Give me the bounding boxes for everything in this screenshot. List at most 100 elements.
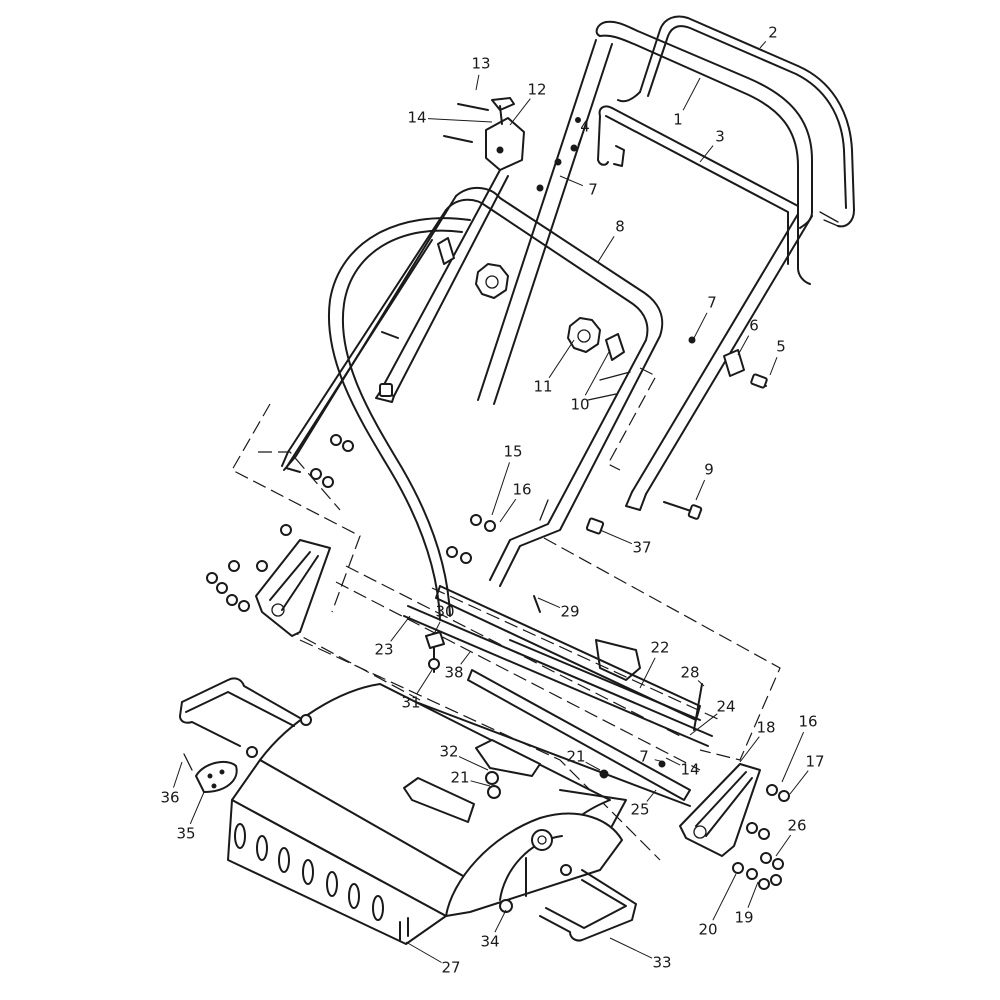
callout-35-leader xyxy=(189,791,205,825)
callout-5-label: 5 xyxy=(776,338,786,356)
callout-36-leader xyxy=(173,761,183,788)
callout-21a-label: 21 xyxy=(566,748,585,766)
callout-37-label: 37 xyxy=(632,539,651,557)
callout-14b-label: 14 xyxy=(680,761,699,779)
callout-24-label: 24 xyxy=(716,698,735,716)
callout-16a-label: 16 xyxy=(512,481,531,499)
callout-2-label: 2 xyxy=(768,24,778,42)
bracket-6 xyxy=(723,349,745,377)
callout-29-leader xyxy=(537,597,561,609)
callout-6-label: 6 xyxy=(749,317,759,335)
callout-37-leader xyxy=(599,529,633,545)
callout-26-leader xyxy=(775,834,792,857)
callout-13-leader xyxy=(475,74,480,91)
bail-bar-2 xyxy=(617,15,855,228)
callout-17-leader xyxy=(789,770,809,795)
callout-7a-leader xyxy=(559,175,584,187)
knob-11 xyxy=(567,317,601,353)
callout-17-label: 17 xyxy=(805,753,824,771)
callout-31-label: 31 xyxy=(401,694,420,712)
callout-16b-label: 16 xyxy=(798,713,817,731)
callout-11-leader xyxy=(548,339,575,379)
callout-34-label: 34 xyxy=(480,933,499,951)
control-lever-12 xyxy=(485,97,525,171)
right-nuts xyxy=(732,784,790,890)
callout-25-label: 25 xyxy=(630,801,649,819)
callout-34-leader xyxy=(494,909,507,933)
callout-7b-label: 7 xyxy=(707,294,717,312)
callout-16a-leader xyxy=(499,498,517,523)
deck-slots xyxy=(234,823,409,941)
scraper-bars xyxy=(399,585,713,807)
knob-11-top xyxy=(475,263,509,299)
callout-29-label: 29 xyxy=(560,603,579,621)
callout-35-label: 35 xyxy=(176,825,195,843)
callout-21a-leader xyxy=(585,761,601,771)
bolts xyxy=(379,103,768,731)
right-side-bracket-18 xyxy=(679,763,761,857)
callout-28-leader xyxy=(697,680,705,687)
callout-14b-leader xyxy=(665,757,681,766)
callout-1-label: 1 xyxy=(673,111,683,129)
callout-5-leader xyxy=(769,357,778,376)
callout-9-label: 9 xyxy=(704,461,714,479)
left-nuts xyxy=(206,434,496,612)
callout-14a-label: 14 xyxy=(407,109,426,127)
callout-20-label: 20 xyxy=(698,921,717,939)
callout-30-leader xyxy=(433,621,441,635)
callout-4-label: 4 xyxy=(580,118,590,136)
left-side-bracket xyxy=(255,539,331,637)
callout-32-label: 32 xyxy=(439,743,458,761)
callout-6-leader xyxy=(737,335,750,356)
callout-21b-leader xyxy=(470,780,491,787)
callout-25-leader xyxy=(646,789,657,802)
left-axle xyxy=(179,677,312,758)
callout-2-leader xyxy=(759,40,767,49)
callout-9-leader xyxy=(695,479,706,501)
callout-15-leader xyxy=(491,462,510,516)
callout-7b-leader xyxy=(693,312,708,339)
callout-8-label: 8 xyxy=(615,218,625,236)
callout-8-leader xyxy=(597,236,615,263)
callout-23-label: 23 xyxy=(374,641,393,659)
callout-31-leader xyxy=(416,669,433,694)
part-callouts: 1234567778910111213141415161617181920212… xyxy=(160,24,824,977)
callout-3-leader xyxy=(699,145,714,163)
callout-36-label: 36 xyxy=(160,789,179,807)
deck-body xyxy=(227,683,627,945)
callout-18-label: 18 xyxy=(756,719,775,737)
callout-3-label: 3 xyxy=(715,128,725,146)
callout-33-leader xyxy=(609,937,653,959)
callout-12-label: 12 xyxy=(527,81,546,99)
callout-4-leader xyxy=(577,137,582,146)
callout-1-leader xyxy=(682,77,701,111)
callout-33-label: 33 xyxy=(652,954,671,972)
callout-18-leader xyxy=(739,736,760,763)
callout-11-label: 11 xyxy=(533,378,552,396)
callout-7a-label: 7 xyxy=(588,181,598,199)
clamp-plate-10 xyxy=(437,237,625,361)
callout-38-label: 38 xyxy=(444,664,463,682)
bail-bar-3 xyxy=(597,105,811,285)
callout-14a-leader xyxy=(427,118,493,123)
bolt-30 xyxy=(425,631,445,673)
callout-15-label: 15 xyxy=(503,443,522,461)
right-axle-33 xyxy=(499,864,637,942)
callout-20-leader xyxy=(712,873,737,921)
middle-handle-8 xyxy=(281,187,664,587)
callout-21b-label: 21 xyxy=(450,769,469,787)
cable xyxy=(327,217,471,621)
callout-7c-leader xyxy=(654,759,665,763)
callout-27-leader xyxy=(405,941,442,963)
callout-10-leader xyxy=(584,349,611,396)
right-handle-tube xyxy=(477,39,813,511)
wheel-plate-35 xyxy=(183,753,238,793)
callout-16b-leader xyxy=(781,731,805,783)
callout-38-leader xyxy=(460,651,471,665)
callout-28-label: 28 xyxy=(680,664,699,682)
callout-22-label: 22 xyxy=(650,639,669,657)
callout-19-leader xyxy=(747,881,759,908)
callout-13-label: 13 xyxy=(471,55,490,73)
callout-22-leader xyxy=(639,657,656,689)
